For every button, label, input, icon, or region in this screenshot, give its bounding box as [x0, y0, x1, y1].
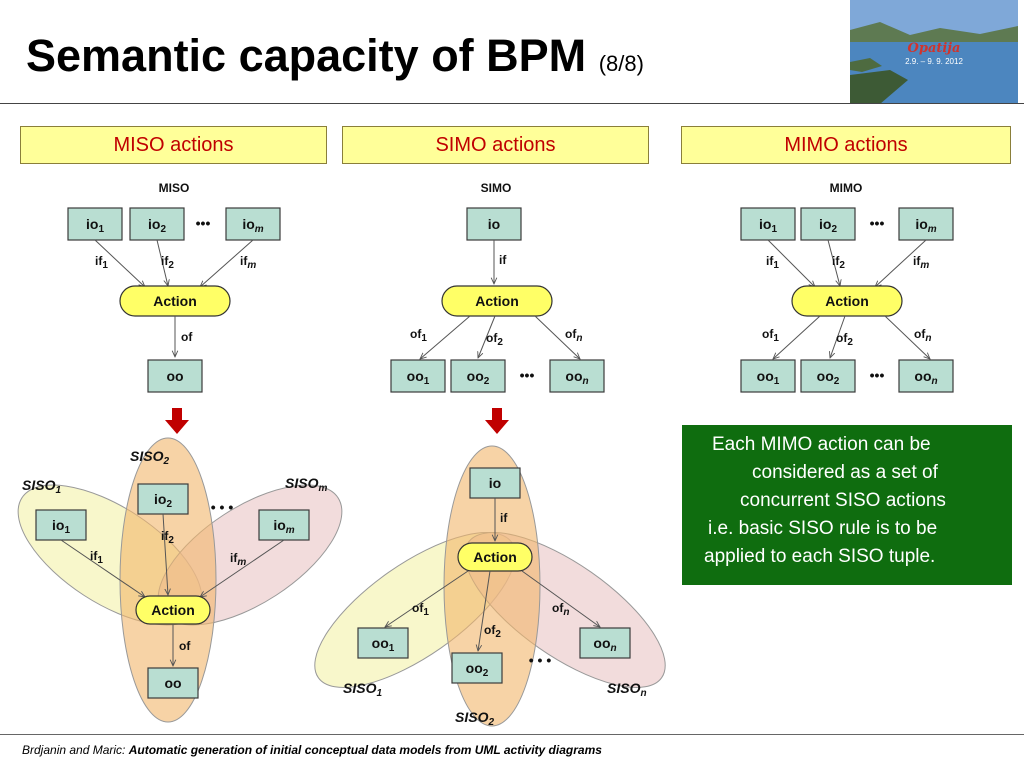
miso-ifm: ifm [240, 254, 256, 271]
split-oo: oo [147, 667, 199, 699]
simo-ellipsis: ••• [520, 367, 535, 383]
simo-action-label: Action [475, 293, 519, 309]
svg-text:oo: oo [166, 368, 183, 384]
simo-title: SIMO [481, 181, 512, 195]
simo-oo2: oo2 [450, 359, 506, 393]
miso-if1: if1 [95, 254, 108, 271]
slide-page-number: (8/8) [598, 51, 644, 76]
photo-dates-text: 2.9. – 9. 9. 2012 [905, 57, 963, 66]
simo-oon: oon [549, 359, 605, 393]
simo-siso1-label: SISO1 [343, 680, 382, 699]
simo-oo1: oo1 [390, 359, 446, 393]
opatija-photo: Opatija 2.9. – 9. 9. 2012 [850, 0, 1018, 104]
siso1-label: SISO1 [22, 477, 61, 496]
split-simo-oo1: oo1 [357, 627, 409, 659]
split-simo-oo2: oo2 [451, 652, 503, 684]
photo-town-text: Opatija [908, 41, 961, 56]
note-line-2: considered as a set of [752, 462, 938, 483]
svg-text:io: io [489, 475, 501, 491]
split-of-label: of [179, 639, 191, 653]
mimo-of1: of1 [762, 327, 779, 344]
mimo-ofn: ofn [914, 327, 931, 344]
simo-down-arrow [485, 408, 509, 434]
footer-authors: Brdjanin and Maric: [22, 743, 129, 757]
simo-diagram: SIMO io if Action of1 of2 ofn oo1 oo2 ••… [390, 181, 605, 393]
miso-oo: oo [147, 359, 203, 393]
miso-down-arrow [165, 408, 189, 434]
split-io1: io1 [35, 509, 87, 541]
mimo-iom: iom [898, 207, 954, 241]
split-simo-action-node [457, 542, 533, 572]
mimo-if1: if1 [766, 254, 779, 271]
mimo-header: MIMO actions [681, 126, 1011, 164]
split-simo-oon: oon [579, 627, 631, 659]
svg-text:oo: oo [164, 675, 181, 691]
split-simo-ellipsis: • • • [529, 652, 552, 668]
simo-sison-label: SISOn [607, 680, 647, 699]
mimo-explanation-box: Each MIMO action can be considered as a … [682, 425, 1012, 585]
simo-of2: of2 [486, 331, 503, 348]
mimo-oo1: oo1 [740, 359, 796, 393]
slide-title: Semantic capacity of BPM (8/8) [26, 30, 644, 81]
simo-action-node [441, 285, 553, 317]
footer-paper-title: Automatic generation of initial conceptu… [128, 743, 602, 757]
note-line-3: concurrent SISO actions [740, 490, 946, 511]
miso-iom: iom [225, 207, 281, 241]
mimo-title: MIMO [830, 181, 863, 195]
split-miso-action-label: Action [151, 602, 195, 618]
miso-of-label: of [181, 330, 193, 344]
footer-citation: Brdjanin and Maric: Automatic generation… [22, 743, 602, 757]
simo-if-label: if [499, 253, 507, 267]
simo-ofn: ofn [565, 327, 582, 344]
miso-ellipsis: ••• [196, 215, 211, 231]
mimo-diagram: MIMO io1 io2 ••• iom if1 if2 ifm Action … [740, 181, 954, 393]
note-line-1: Each MIMO action can be [712, 434, 931, 455]
simo-header: SIMO actions [342, 126, 649, 164]
split-io2: io2 [137, 483, 189, 515]
mimo-oon: oon [898, 359, 954, 393]
mimo-out-ellipsis: ••• [870, 367, 885, 383]
siso2-label: SISO2 [130, 448, 169, 467]
mimo-oo2: oo2 [800, 359, 856, 393]
mimo-of2: of2 [836, 331, 853, 348]
mimo-ifm: ifm [913, 254, 929, 271]
miso-diagram: MISO io1 io2 ••• iom if1 if2 ifm Action … [67, 181, 281, 393]
miso-if2: if2 [161, 254, 174, 271]
miso-io1: io1 [67, 207, 123, 241]
miso-siso-decomposition: SISO1 SISO2 SISOm • • • io1 io2 iom if1 … [17, 437, 343, 723]
simo-siso2-label: SISO2 [455, 709, 494, 728]
mimo-in-ellipsis: ••• [870, 215, 885, 231]
split-iom: iom [258, 509, 310, 541]
split-simo-io: io [469, 467, 521, 499]
mimo-io2: io2 [800, 207, 856, 241]
simo-io: io [466, 207, 522, 241]
footer-divider [0, 734, 1024, 735]
note-line-4: i.e. basic SISO rule is to be [708, 518, 938, 539]
svg-text:io: io [488, 216, 500, 232]
title-divider [0, 103, 1024, 104]
simo-siso-decomposition: SISO1 SISO2 SISOn io if Action of1 of2 o… [314, 445, 666, 728]
mimo-io1: io1 [740, 207, 796, 241]
mimo-action-label: Action [825, 293, 869, 309]
miso-action-label: Action [153, 293, 197, 309]
note-line-5: applied to each SISO tuple. [704, 546, 936, 567]
mimo-if2: if2 [832, 254, 845, 271]
split-simo-action-label: Action [473, 549, 517, 565]
split-simo-if-label: if [500, 511, 508, 525]
miso-header: MISO actions [20, 126, 327, 164]
miso-title: MISO [159, 181, 190, 195]
mimo-action-node [791, 285, 903, 317]
miso-io2: io2 [129, 207, 185, 241]
simo-of1: of1 [410, 327, 427, 344]
split-ellipsis: • • • [211, 499, 234, 515]
sisom-label: SISOm [285, 475, 327, 494]
